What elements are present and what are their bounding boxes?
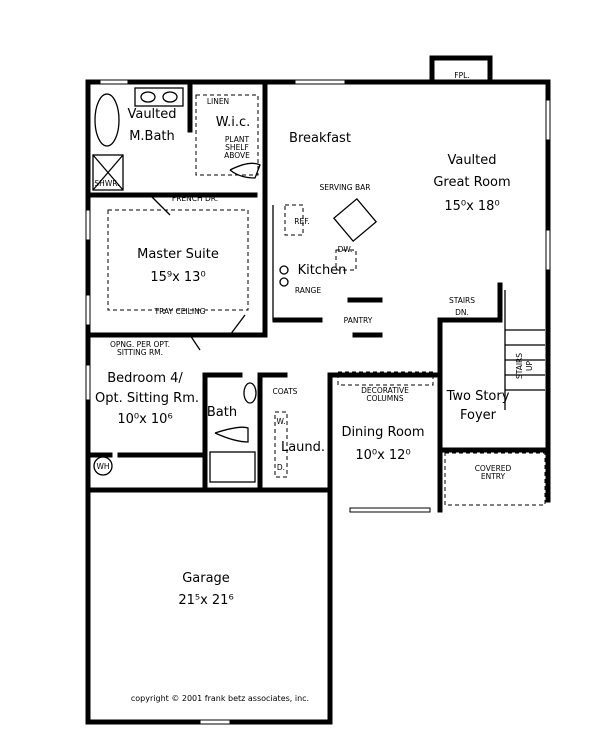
garage-dimensions: 21⁵x 21⁶ <box>178 593 233 608</box>
great-room-dimensions: 15⁰x 18⁰ <box>444 199 499 214</box>
great-room-label-1: Vaulted <box>447 153 496 168</box>
linen-label: LINEN <box>207 97 229 106</box>
plant-shelf-label-1: PLANT <box>225 135 250 144</box>
laundry-label: Laund. <box>281 440 325 455</box>
bath-label: Bath <box>207 405 237 420</box>
stairs-down-label-2: DN. <box>455 308 469 317</box>
fixtures <box>92 87 546 506</box>
plant-shelf-label-2: SHELF <box>225 143 249 152</box>
walls <box>85 79 551 725</box>
master-bath-label-2: M.Bath <box>129 129 175 144</box>
kitchen-label: Kitchen <box>298 263 347 278</box>
windows <box>85 79 551 725</box>
copyright-notice: copyright © 2001 frank betz associates, … <box>131 694 309 703</box>
washer-label: W. <box>277 417 286 426</box>
plant-shelf-label-3: ABOVE <box>224 151 250 160</box>
stairs-down-label-1: STAIRS <box>449 296 475 305</box>
great-room-label-2: Great Room <box>433 175 510 190</box>
bedroom4-label-2: Opt. Sitting Rm. <box>95 391 199 406</box>
opening-note-2: SITTING RM. <box>117 348 163 357</box>
dw-label: DW. <box>338 245 353 254</box>
fireplace <box>429 55 493 85</box>
serving-bar-label: SERVING BAR <box>320 183 371 192</box>
foyer-label-2: Foyer <box>460 408 497 423</box>
bedroom4-label-1: Bedroom 4/ <box>107 371 183 386</box>
ref-label: REF. <box>294 217 309 226</box>
french-door-label: FRENCH DR. <box>172 194 218 203</box>
labels: Vaulted M.Bath LINEN W.i.c. PLANT SHELF … <box>94 71 534 703</box>
pantry-label: PANTRY <box>344 316 373 325</box>
columns-label-1: DECORATIVE <box>361 386 409 395</box>
shower-label: SHWR. <box>94 179 119 188</box>
stairs-up-label-1: STAIRS <box>515 353 524 379</box>
dryer-label: D. <box>277 463 285 472</box>
garage-label: Garage <box>182 571 230 586</box>
master-bath-label: Vaulted <box>127 107 176 122</box>
foyer-label-1: Two Story <box>446 389 510 404</box>
bedroom4-dimensions: 10⁰x 10⁶ <box>117 412 172 427</box>
range-label: RANGE <box>295 286 321 295</box>
stairs-up-label-2: UP <box>525 361 534 371</box>
breakfast-label: Breakfast <box>289 131 351 146</box>
dining-room-label: Dining Room <box>341 425 424 440</box>
opening-note-1: OPNG. PER OPT. <box>110 340 170 349</box>
water-heater-label: WH <box>96 462 109 471</box>
master-suite-label: Master Suite <box>137 247 219 262</box>
master-suite-dimensions: 15⁹x 13⁰ <box>150 270 205 285</box>
covered-entry-label-1: COVERED <box>475 464 512 473</box>
dining-room-dimensions: 10⁰x 12⁰ <box>355 448 410 463</box>
tray-ceiling-label: TRAY CEILING <box>153 307 205 316</box>
coats-label: COATS <box>273 387 298 396</box>
columns-label-2: COLUMNS <box>366 394 404 403</box>
wic-label: W.i.c. <box>216 115 251 130</box>
fireplace-label: FPL. <box>454 71 469 80</box>
covered-entry-label-2: ENTRY <box>481 472 506 481</box>
